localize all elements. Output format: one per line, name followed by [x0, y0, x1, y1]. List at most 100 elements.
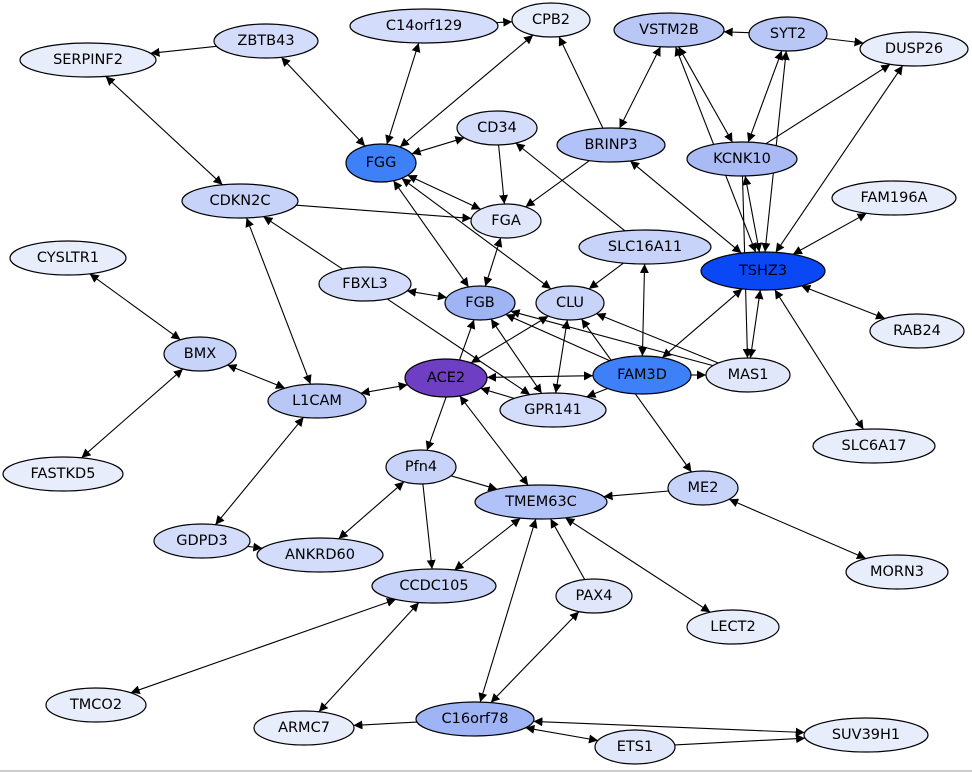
edge-fam3d-gpr141 [586, 387, 608, 398]
node-label: RAB24 [893, 323, 941, 339]
node-zbtb43[interactable]: ZBTB43 [213, 23, 319, 59]
node-cpb2[interactable]: CPB2 [511, 2, 591, 38]
node-fgg[interactable]: FGG [345, 143, 417, 183]
node-shape[interactable] [748, 16, 828, 52]
node-shape[interactable] [499, 392, 607, 428]
node-shape[interactable] [859, 31, 969, 67]
node-vstm2b[interactable]: VSTM2B [613, 12, 725, 48]
node-shape[interactable] [2, 456, 124, 492]
node-fbxl3[interactable]: FBXL3 [318, 266, 412, 302]
node-c16orf78[interactable]: C16orf78 [415, 701, 535, 737]
node-shape[interactable] [45, 687, 147, 723]
node-pfn4[interactable]: Pfn4 [385, 449, 457, 485]
node-me2[interactable]: ME2 [667, 470, 739, 506]
node-ankrd60[interactable]: ANKRD60 [256, 537, 384, 573]
node-cdkn2c[interactable]: CDKN2C [181, 183, 299, 219]
node-fgb[interactable]: FGB [444, 285, 516, 321]
node-rab24[interactable]: RAB24 [869, 313, 965, 349]
node-shape[interactable] [594, 729, 676, 765]
node-shape[interactable] [578, 229, 712, 265]
node-fastkd5[interactable]: FASTKD5 [2, 456, 124, 492]
node-serpinf2[interactable]: SERPINF2 [19, 42, 157, 78]
node-lect2[interactable]: LECT2 [686, 609, 780, 645]
node-shape[interactable] [181, 183, 299, 219]
node-dusp26[interactable]: DUSP26 [859, 31, 969, 67]
node-ets1[interactable]: ETS1 [594, 729, 676, 765]
node-c14orf129[interactable]: C14orf129 [349, 8, 499, 44]
node-shape[interactable] [511, 2, 591, 38]
node-tmco2[interactable]: TMCO2 [45, 687, 147, 723]
node-bmx[interactable]: BMX [163, 336, 237, 372]
node-syt2[interactable]: SYT2 [748, 16, 828, 52]
node-shape[interactable] [415, 701, 535, 737]
node-shape[interactable] [700, 251, 826, 291]
edge-fgg-fgb [393, 180, 470, 288]
node-shape[interactable] [845, 554, 949, 590]
node-slc16a11[interactable]: SLC16A11 [578, 229, 712, 265]
node-kcnk10[interactable]: KCNK10 [686, 141, 798, 177]
node-l1cam[interactable]: L1CAM [267, 383, 367, 419]
node-gdpd3[interactable]: GDPD3 [153, 523, 251, 559]
node-shape[interactable] [9, 240, 127, 276]
node-cd34[interactable]: CD34 [456, 110, 538, 146]
node-suv39h1[interactable]: SUV39H1 [803, 717, 929, 753]
node-shape[interactable] [686, 609, 780, 645]
node-fga[interactable]: FGA [470, 203, 542, 239]
node-pax4[interactable]: PAX4 [555, 578, 633, 614]
node-clu[interactable]: CLU [535, 285, 605, 321]
node-shape[interactable] [535, 285, 605, 321]
node-gpr141[interactable]: GPR141 [499, 392, 607, 428]
node-shape[interactable] [474, 484, 608, 520]
node-shape[interactable] [556, 127, 666, 163]
node-shape[interactable] [318, 266, 412, 302]
node-shape[interactable] [256, 537, 384, 573]
node-mas1[interactable]: MAS1 [705, 357, 791, 393]
node-slc6a17[interactable]: SLC6A17 [812, 428, 936, 464]
node-shape[interactable] [686, 141, 798, 177]
node-shape[interactable] [831, 180, 957, 216]
node-tshz3[interactable]: TSHZ3 [700, 251, 826, 291]
node-morn3[interactable]: MORN3 [845, 554, 949, 590]
node-shape[interactable] [19, 42, 157, 78]
node-shape[interactable] [153, 523, 251, 559]
node-shape[interactable] [456, 110, 538, 146]
node-cysltr1[interactable]: CYSLTR1 [9, 240, 127, 276]
node-shape[interactable] [371, 568, 497, 604]
edge-pfn4-ankrd60 [338, 481, 405, 540]
node-shape[interactable] [613, 12, 725, 48]
edge-pax4-c16orf78 [490, 611, 580, 703]
edge-cd34-fgg [411, 136, 465, 156]
edge-pfn4-tmem63c [450, 475, 498, 492]
node-ccdc105[interactable]: CCDC105 [371, 568, 497, 604]
node-label: DUSP26 [885, 41, 943, 57]
node-shape[interactable] [404, 358, 488, 398]
node-shape[interactable] [592, 355, 692, 395]
node-shape[interactable] [267, 383, 367, 419]
node-brinp3[interactable]: BRINP3 [556, 127, 666, 163]
node-shape[interactable] [803, 717, 929, 753]
node-shape[interactable] [705, 357, 791, 393]
edge-fgg-clu [401, 177, 552, 290]
node-shape[interactable] [555, 578, 633, 614]
node-shape[interactable] [253, 710, 355, 746]
node-fam3d[interactable]: FAM3D [592, 355, 692, 395]
node-armc7[interactable]: ARMC7 [253, 710, 355, 746]
node-shape[interactable] [345, 143, 417, 183]
node-shape[interactable] [470, 203, 542, 239]
edge-fbxl3-cdkn2c [263, 216, 343, 270]
node-shape[interactable] [812, 428, 936, 464]
node-shape[interactable] [163, 336, 237, 372]
node-tmem63c[interactable]: TMEM63C [474, 484, 608, 520]
node-shape[interactable] [869, 313, 965, 349]
node-fam196a[interactable]: FAM196A [831, 180, 957, 216]
node-ace2[interactable]: ACE2 [404, 358, 488, 398]
node-shape[interactable] [385, 449, 457, 485]
node-shape[interactable] [667, 470, 739, 506]
edge-syt2-kcnk10 [747, 50, 783, 143]
node-label: FASTKD5 [31, 466, 96, 482]
node-shape[interactable] [213, 23, 319, 59]
node-shape[interactable] [444, 285, 516, 321]
node-shape[interactable] [349, 8, 499, 44]
edge-ace2-tmem63c [459, 395, 529, 486]
node-label: ME2 [688, 480, 719, 496]
